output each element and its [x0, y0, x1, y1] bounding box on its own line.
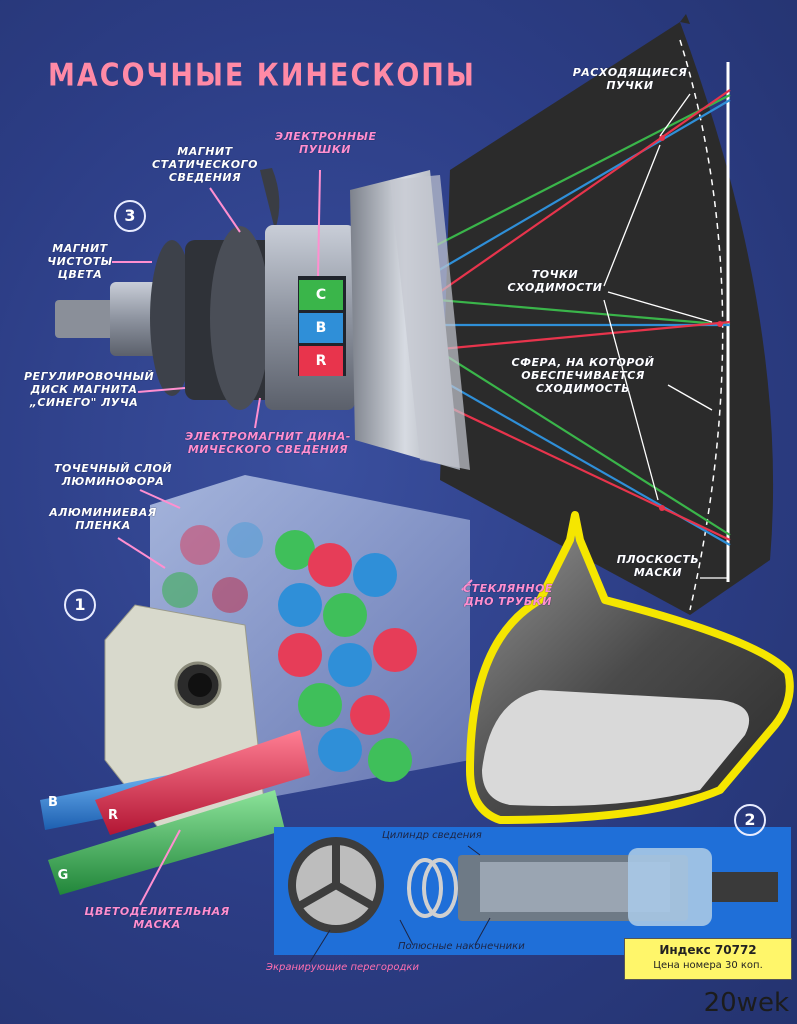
issue-price: Цена номера 30 коп.	[653, 960, 763, 971]
figure-number-3: 3	[114, 200, 146, 232]
tube-base-pins	[55, 300, 115, 338]
label-pole-tips: Полюсные наконечники	[398, 941, 525, 952]
phosphor-dots	[162, 522, 417, 782]
gun-red: R	[299, 346, 343, 376]
index-number: Индекс 70772	[659, 943, 757, 957]
red-beam-rod	[95, 730, 310, 835]
convergence-sphere	[679, 39, 724, 611]
label-shields: Экранирующие перегородки	[266, 962, 419, 973]
label-dynamic-magnet: ЭЛЕКТРОМАГНИТ ДИНА-МИЧЕСКОГО СВЕДЕНИЯ	[185, 430, 351, 456]
static-convergence-magnet	[210, 226, 270, 410]
beam-letter-b: B	[48, 795, 58, 810]
kinescope-funnel	[440, 22, 774, 615]
green-beam-rod	[48, 790, 285, 895]
figure-number-2: 2	[734, 804, 766, 836]
index-box: Индекс 70772 Цена номера 30 коп.	[624, 938, 792, 980]
beam-letter-g: G	[57, 868, 69, 883]
purity-magnet-ring	[150, 240, 194, 396]
page-title: МАСОЧНЫЕ КИНЕСКОПЫ	[48, 58, 476, 94]
watermark: 20wek	[703, 988, 789, 1018]
gun-blue: B	[299, 313, 343, 343]
pointer-lines	[112, 169, 473, 906]
figure-number-1: 1	[64, 589, 96, 621]
beam-letter-r: R	[107, 808, 118, 823]
label-convergence-cylinder: Цилиндр сведения	[382, 830, 482, 841]
gun-green: C	[299, 280, 343, 310]
